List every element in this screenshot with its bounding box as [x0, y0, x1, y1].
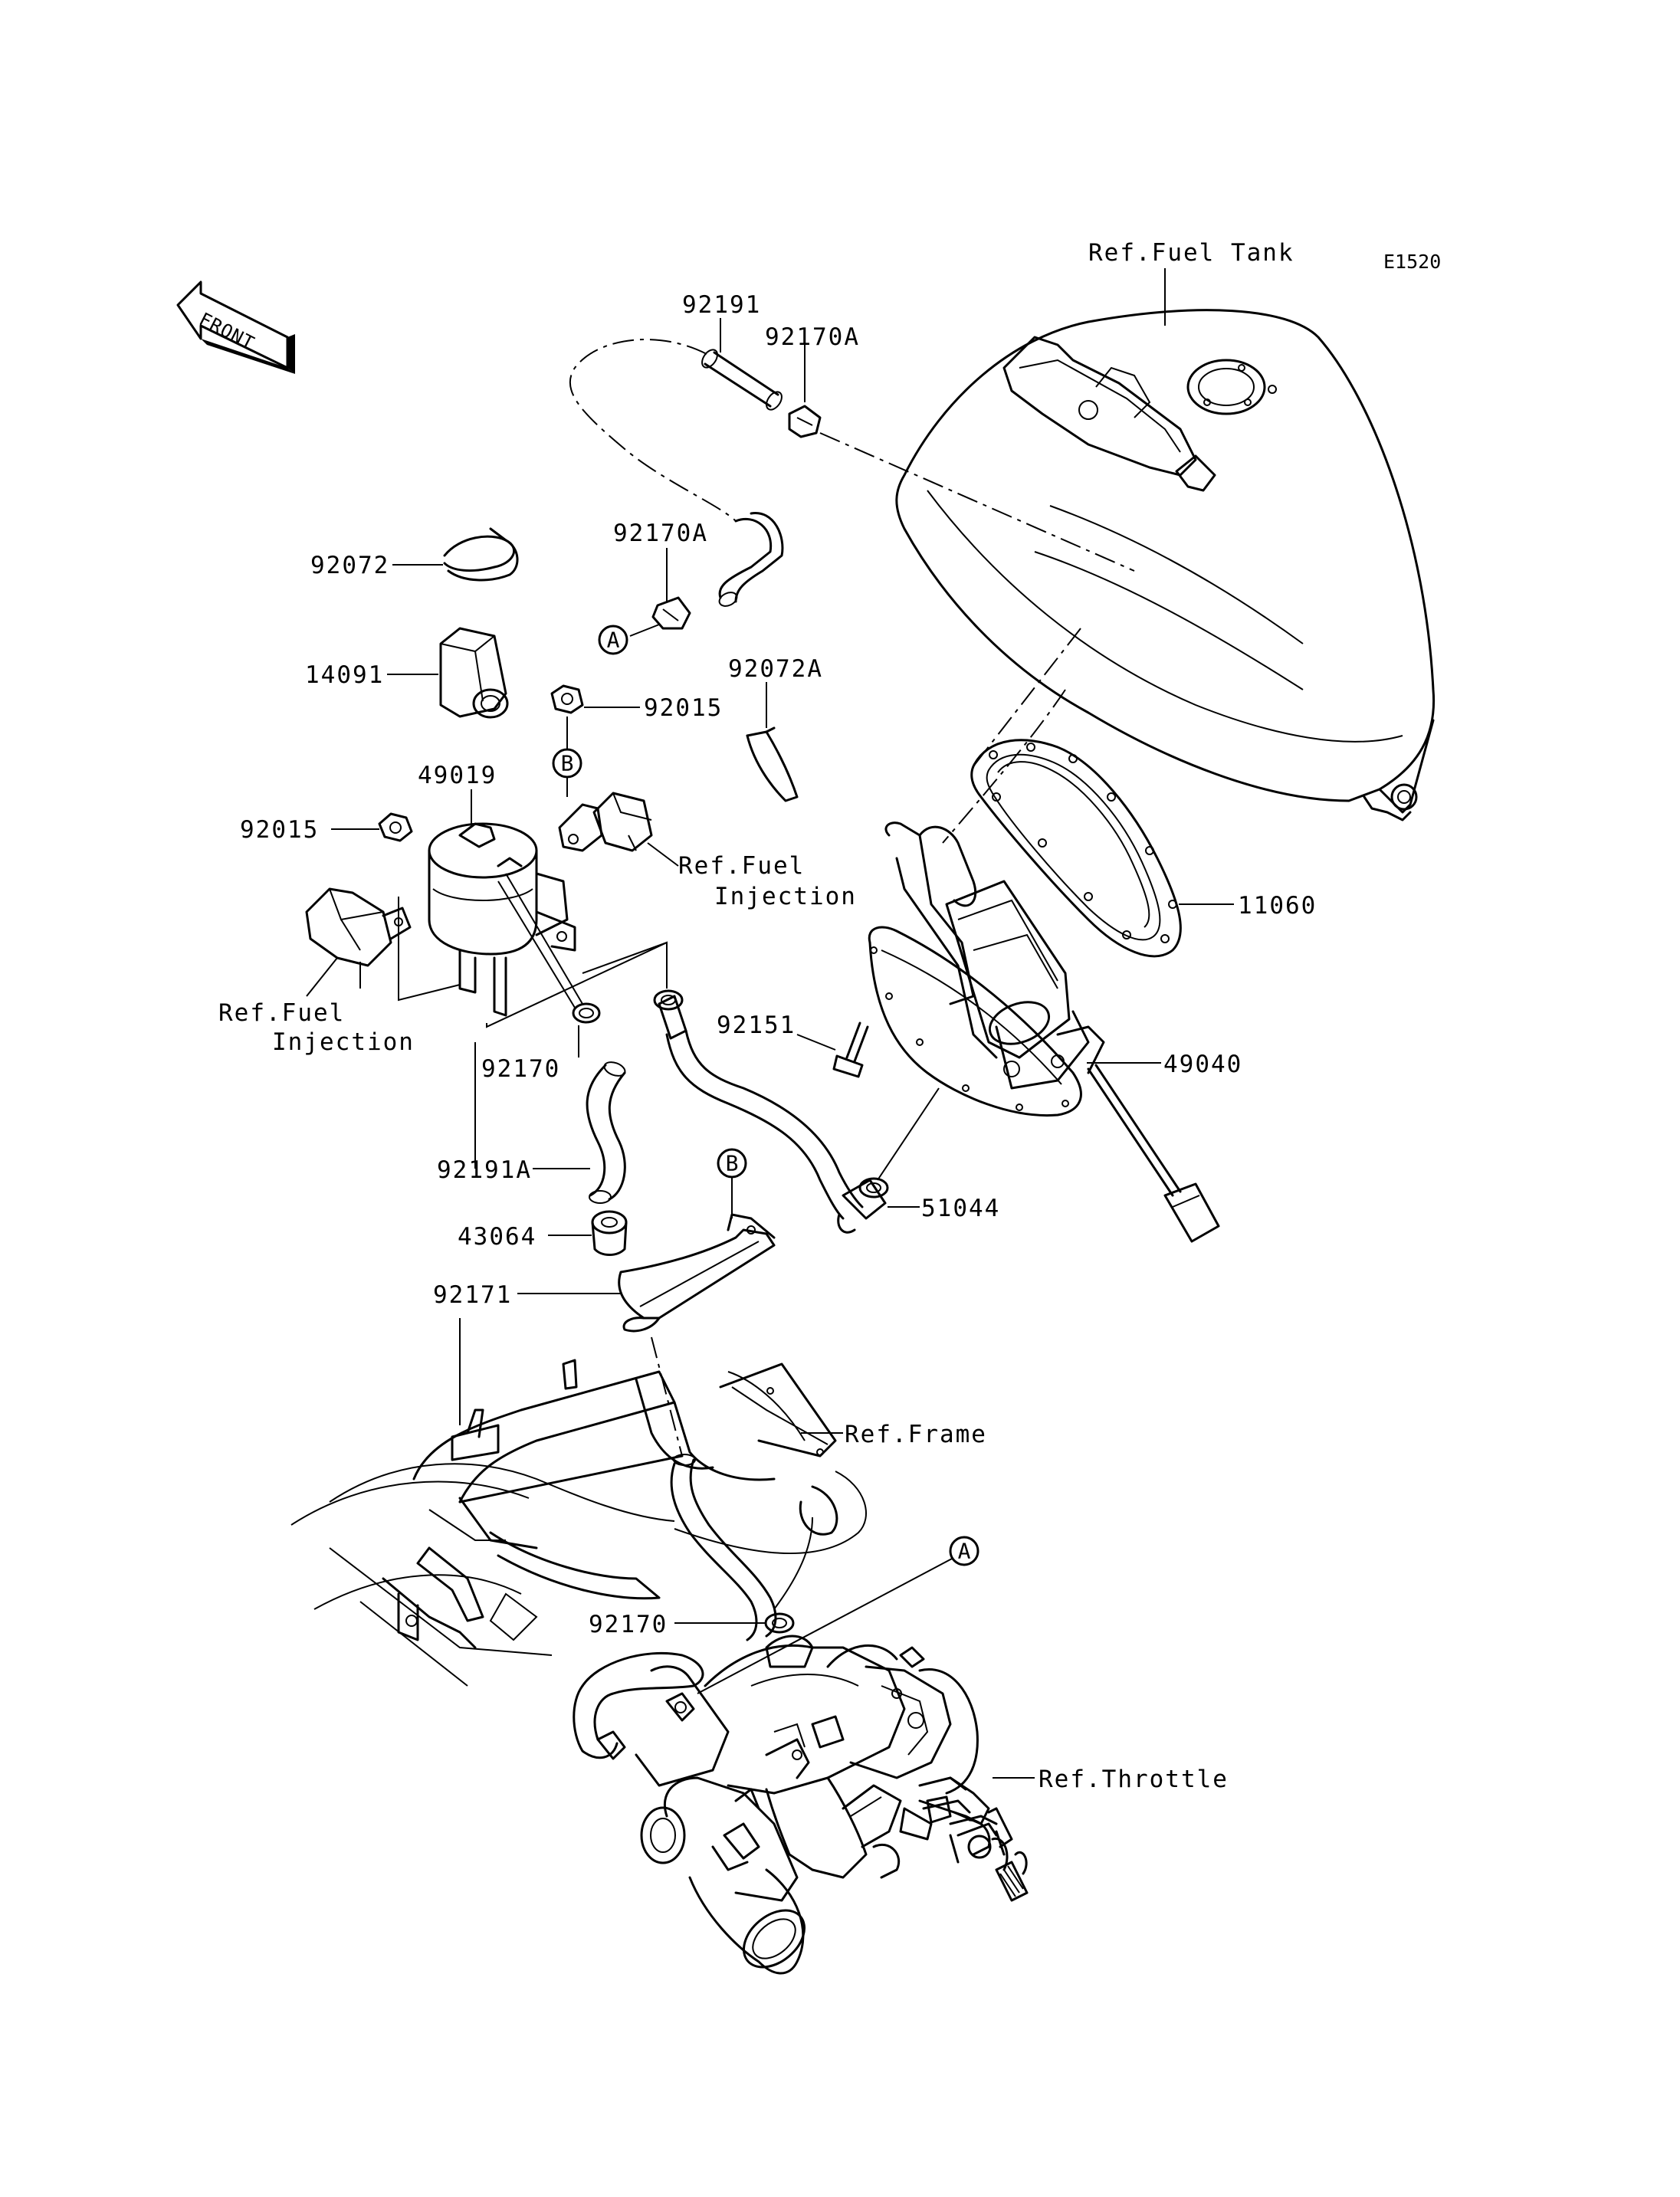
bracket-92171	[618, 1213, 776, 1333]
cap-14091	[439, 627, 509, 719]
callout-92151: 92151	[717, 1012, 796, 1039]
callout-11060: 11060	[1238, 892, 1317, 920]
nut-92015-left	[378, 812, 413, 842]
svg-text:A: A	[607, 628, 620, 653]
ref-fuel-injection-left-1: Ref.Fuel	[218, 999, 345, 1027]
clamp-92170-mid	[572, 1002, 601, 1024]
callout-49019: 49019	[418, 762, 497, 789]
callout-92171: 92171	[433, 1281, 512, 1309]
canister-49019	[428, 822, 583, 1017]
hose-lower	[670, 1454, 777, 1641]
fuel-tank	[895, 309, 1436, 821]
ref-fuel-injection-right-1: Ref.Fuel	[678, 852, 805, 880]
frame	[290, 1318, 867, 1687]
ref-fuel-injection-left-2: Injection	[272, 1028, 415, 1056]
sensor-fuel-injection-left	[305, 887, 412, 989]
callout-92170-bottom: 92170	[589, 1611, 668, 1638]
throttle-body	[573, 1635, 1029, 1975]
callout-92170a-mid: 92170A	[613, 520, 708, 547]
clamp-92170a-top	[788, 405, 822, 438]
ref-throttle-label: Ref.Throttle	[1039, 1766, 1229, 1793]
marker-a-lower: A	[949, 1536, 979, 1566]
callout-51044: 51044	[921, 1195, 1000, 1222]
callout-92191: 92191	[682, 291, 761, 319]
diagram-code: E1520	[1383, 251, 1441, 273]
front-arrow-icon: FRONT	[176, 280, 295, 374]
sensor-fuel-injection-right	[558, 792, 653, 852]
fuel-pump-49040	[868, 821, 1220, 1243]
svg-text:B: B	[561, 751, 574, 776]
callout-14091: 14091	[305, 661, 384, 689]
band-92072	[443, 527, 519, 582]
svg-text:A: A	[958, 1539, 971, 1564]
bolt-92151	[832, 1021, 869, 1078]
ref-fuel-injection-right-2: Injection	[714, 883, 857, 910]
hose-51044	[653, 989, 889, 1234]
callout-92170-mid: 92170	[481, 1055, 560, 1083]
svg-text:B: B	[726, 1151, 739, 1176]
marker-b-lower: B	[717, 1148, 747, 1179]
callout-49040: 49040	[1163, 1051, 1242, 1078]
ref-frame-label: Ref.Frame	[845, 1421, 987, 1448]
grommet-43064	[591, 1210, 628, 1256]
callout-92072: 92072	[310, 552, 389, 579]
ref-fuel-tank-label: Ref.Fuel Tank	[1088, 239, 1294, 267]
marker-a-upper: A	[598, 625, 628, 655]
callout-92191a: 92191A	[437, 1156, 532, 1184]
nut-92015-top	[550, 684, 584, 714]
hose-92191	[701, 349, 783, 411]
gasket-11060	[970, 739, 1182, 958]
clamp-92170a-mid	[651, 596, 691, 630]
callout-43064: 43064	[458, 1223, 536, 1251]
hose-92191a	[586, 1061, 626, 1204]
hose-route-dashed	[569, 338, 737, 522]
clamp-92170-bottom	[764, 1612, 795, 1634]
band-92072a	[746, 726, 799, 802]
callout-92015-top: 92015	[644, 694, 723, 722]
callout-92170a-top: 92170A	[765, 323, 860, 351]
marker-b-upper: B	[552, 748, 582, 779]
callout-92015-left: 92015	[240, 816, 319, 844]
callout-92072a: 92072A	[728, 655, 823, 683]
hose-elbow-upper	[718, 512, 784, 607]
